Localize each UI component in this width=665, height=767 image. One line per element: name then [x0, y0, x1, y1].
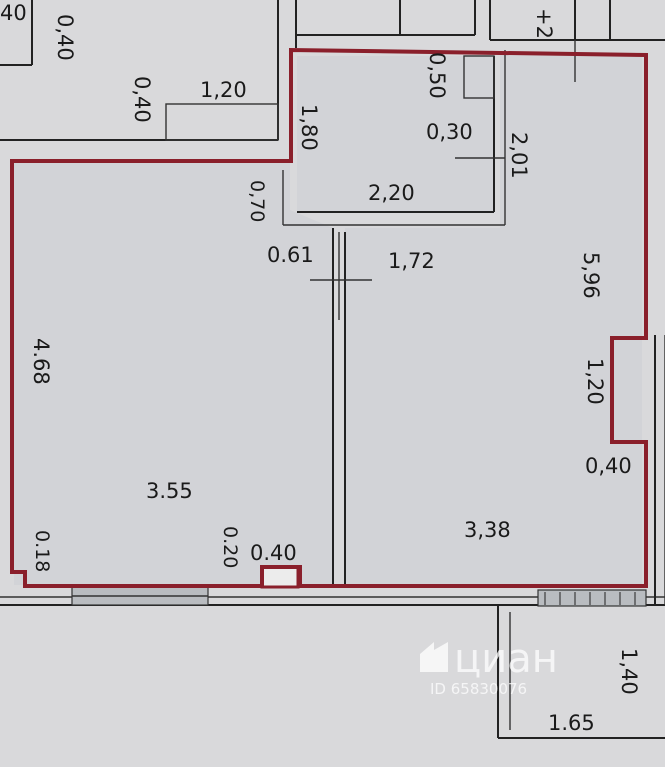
- window-right: [537, 589, 647, 607]
- dim-left-040: 0.40: [250, 541, 297, 565]
- dim-left-468: 4.68: [29, 338, 53, 385]
- left-room-fill: [14, 163, 333, 585]
- dim-left-018: 0.18: [31, 530, 53, 572]
- apartment-boundary: [10, 47, 648, 588]
- dim-bath-030: 0,30: [426, 120, 473, 144]
- cian-watermark: циан ID 65830076: [420, 636, 558, 698]
- watermark-id: ID 65830076: [430, 680, 527, 698]
- watermark-brand: циан: [454, 636, 558, 682]
- bathroom-fill: [297, 56, 494, 212]
- dim-top-right-2: +2: [532, 8, 556, 39]
- dim-top-left-040-b: 0,40: [130, 76, 154, 123]
- dim-bath-180: 1,80: [297, 104, 321, 151]
- right-room-fill: [345, 55, 642, 585]
- cian-logo-icon: [420, 642, 448, 672]
- dim-bath-050: 0,50: [425, 52, 449, 99]
- dim-bath-201: 2,01: [507, 132, 531, 179]
- dim-top-left-040: 0,40: [53, 14, 77, 61]
- dim-right-596: 5,96: [579, 252, 603, 299]
- dim-hall-061: 0.61: [267, 243, 314, 267]
- dim-balcony-165: 1.65: [548, 711, 595, 735]
- dim-bath-220: 2,20: [368, 181, 415, 205]
- dim-hall-070: 0,70: [246, 180, 268, 222]
- dim-right-040: 0,40: [585, 454, 632, 478]
- dim-left-355: 3.55: [146, 479, 193, 503]
- window-right-hatch: [544, 592, 636, 605]
- column-bottom: [260, 565, 300, 589]
- dim-top-left-clip: 40: [0, 1, 27, 25]
- dim-right-120: 1,20: [583, 358, 607, 405]
- dim-right-338: 3,38: [464, 518, 511, 542]
- dim-balcony-140: 1,40: [617, 648, 641, 695]
- surrounding-walls: [0, 0, 665, 739]
- dim-hall-172: 1,72: [388, 249, 435, 273]
- dim-top-120: 1,20: [200, 78, 247, 102]
- dim-left-020: 0.20: [219, 526, 241, 568]
- dimension-labels: 40 0,40 0,40 1,20 +2 0,50 0,30 1,80 2,01…: [0, 1, 641, 735]
